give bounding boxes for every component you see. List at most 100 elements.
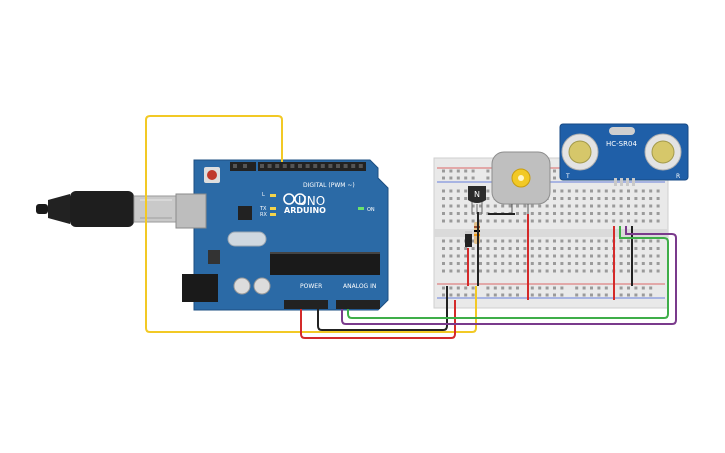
breadboard-hole (656, 269, 660, 273)
breadboard-hole (560, 219, 564, 223)
breadboard-hole (649, 197, 653, 200)
breadboard-hole (567, 219, 571, 223)
breadboard-hole (597, 286, 601, 290)
breadboard-hole (486, 176, 490, 180)
breadboard-hole (567, 197, 571, 200)
breadboard-hole (471, 204, 475, 208)
breadboard-hole (449, 176, 453, 180)
breadboard-hole (486, 204, 490, 208)
usb-port (175, 193, 207, 229)
breadboard-hole (471, 269, 475, 273)
reset-button[interactable] (207, 170, 217, 180)
breadboard-hole (575, 247, 579, 250)
breadboard-hole (590, 239, 593, 243)
breadboard-hole (456, 269, 460, 273)
breadboard-hole (508, 293, 512, 297)
breadboard-hole (449, 254, 453, 258)
breadboard-hole (627, 262, 630, 265)
breadboard-hole (553, 189, 556, 193)
breadboard-hole (486, 247, 490, 250)
breadboard-hole (471, 176, 475, 180)
breadboard-hole (649, 204, 653, 208)
breadboard-hole (508, 262, 512, 265)
breadboard-hole (516, 254, 519, 258)
breadboard-hole (508, 286, 512, 290)
breadboard-hole (641, 247, 645, 250)
breadboard-hole (442, 247, 445, 250)
capacitor-2 (253, 277, 271, 295)
breadboard-hole (597, 197, 601, 200)
breadboard-hole (656, 247, 660, 250)
header-pin (351, 164, 356, 168)
breadboard-hole (545, 219, 549, 223)
breadboard-hole (634, 293, 638, 297)
breadboard-hole (464, 176, 468, 180)
breadboard-hole (560, 212, 564, 215)
breadboard-hole (641, 219, 645, 223)
header-pin (298, 164, 302, 168)
breadboard-hole (619, 212, 623, 215)
breadboard-hole (449, 189, 453, 193)
breadboard-hole (456, 189, 460, 193)
breadboard-hole (560, 269, 564, 273)
breadboard-hole (486, 212, 490, 215)
header-pin (336, 164, 340, 168)
breadboard-hole (641, 189, 645, 193)
breadboard-hole (523, 219, 527, 223)
breadboard-hole (486, 254, 490, 258)
analog-header (336, 300, 380, 309)
breadboard-hole (649, 293, 653, 297)
breadboard-hole (493, 239, 497, 243)
breadboard-hole (619, 204, 623, 208)
breadboard-hole (612, 197, 616, 200)
breadboard-hole (493, 293, 497, 297)
analog-label: ANALOG IN (343, 283, 376, 290)
breadboard-hole (641, 197, 645, 200)
breadboard-hole (456, 286, 460, 290)
breadboard-hole (442, 239, 445, 243)
breadboard-hole (545, 239, 549, 243)
breadboard-hole (649, 212, 653, 215)
breadboard-hole (501, 262, 505, 265)
breadboard-hole (553, 269, 556, 273)
breadboard-hole (456, 212, 460, 215)
sensor-corner-left: T (565, 173, 570, 180)
breadboard-hole (442, 262, 445, 265)
breadboard-hole (634, 197, 638, 200)
breadboard-hole (471, 254, 475, 258)
breadboard-hole (530, 254, 534, 258)
arduino-logo-icon (283, 193, 306, 205)
usb-cable (36, 191, 177, 227)
breadboard-hole (464, 204, 468, 208)
breadboard-hole (590, 269, 593, 273)
breadboard-hole (649, 254, 653, 258)
breadboard-hole (479, 239, 482, 243)
breadboard-hole (582, 197, 586, 200)
arduino-board: DIGITAL (PWM ~) ARDUINO UNO L TX RX ON P… (175, 159, 389, 311)
breadboard-hole (575, 197, 579, 200)
breadboard-hole (619, 247, 623, 250)
breadboard-hole (627, 293, 630, 297)
breadboard-hole (597, 247, 601, 250)
breadboard-hole (464, 169, 468, 173)
breadboard-hole (649, 262, 653, 265)
breadboard-hole (545, 204, 549, 208)
breadboard-hole (575, 262, 579, 265)
breadboard-hole (560, 247, 564, 250)
breadboard-hole (493, 269, 497, 273)
breadboard-hole (449, 169, 453, 173)
header-pin (343, 164, 348, 168)
breadboard-hole (567, 254, 571, 258)
breadboard-hole (604, 286, 608, 290)
breadboard-hole (442, 219, 445, 223)
breadboard-hole (442, 197, 445, 200)
breadboard-hole (649, 269, 653, 273)
breadboard-hole (530, 293, 534, 297)
breadboard-hole (619, 293, 623, 297)
breadboard-hole (582, 219, 586, 223)
breadboard-hole (530, 247, 534, 250)
breadboard-hole (442, 254, 445, 258)
breadboard-hole (597, 293, 601, 297)
on-label: ON (367, 207, 375, 213)
breadboard-hole (464, 212, 468, 215)
